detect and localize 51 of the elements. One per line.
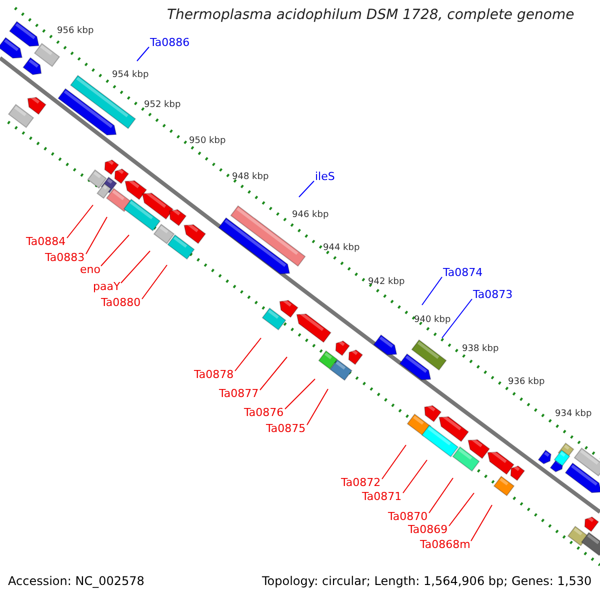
scale-label: 952 kbp — [144, 101, 181, 111]
gene-label: Ta0874 — [443, 267, 483, 280]
gene-label: eno — [80, 264, 100, 276]
scale-label: 956 kbp — [57, 27, 94, 37]
leader-line — [142, 264, 168, 300]
gene-label: Ta0878 — [194, 369, 234, 382]
scale-label: 946 kbp — [292, 211, 329, 221]
leader-line — [234, 338, 262, 372]
gene-label: Ta0873 — [473, 289, 513, 302]
scale-label: 950 kbp — [189, 137, 226, 147]
title: Thermoplasma acidophilum DSM 1728, complete genome — [166, 8, 574, 24]
gene-label: paaY — [93, 281, 120, 294]
leader-line — [470, 504, 492, 542]
gene-label: Ta0877 — [219, 388, 259, 400]
leader-line — [442, 298, 472, 338]
leader-line — [66, 204, 94, 238]
leader-line — [260, 356, 288, 390]
leader-line — [306, 388, 328, 426]
accession-text: Accession: NC_002578 — [8, 575, 144, 588]
genome-info-text: Topology: circular; Length: 1,564,906 bp; Genes: 1,530 — [262, 575, 592, 588]
gene-label: Ta0876 — [244, 407, 284, 420]
leader-line — [402, 460, 428, 494]
gene-label: Ta0870 — [388, 511, 428, 524]
leader-line — [382, 444, 406, 480]
gene-label: Ta0872 — [341, 477, 381, 490]
leader-line — [298, 180, 314, 198]
leader-line — [120, 250, 150, 284]
gene-label: Ta0875 — [266, 423, 306, 436]
gene-label: Ta0884 — [26, 236, 66, 248]
leader-line — [422, 276, 442, 306]
scale-label: 942 kbp — [368, 278, 405, 288]
gene-label: Ta0886 — [150, 37, 190, 50]
scale-label: 948 kbp — [232, 173, 269, 183]
scale-label: 936 kbp — [508, 378, 545, 388]
scale-label: 940 kbp — [414, 316, 451, 326]
leader-line — [100, 234, 130, 266]
scale-label: 934 kbp — [555, 410, 592, 420]
leader-line — [428, 478, 454, 514]
leader-line — [448, 492, 474, 526]
gene-label: Ta0869 — [408, 524, 448, 536]
gene-label: Ta0871 — [362, 491, 402, 504]
leader-line — [284, 378, 316, 410]
gene-label: Ta0880 — [101, 297, 141, 310]
gene-label: ileS — [315, 171, 335, 184]
scale-label: 938 kbp — [462, 345, 499, 355]
gene-label: Ta0868m — [420, 539, 470, 552]
leader-line — [86, 216, 108, 254]
scale-label: 954 kbp — [112, 71, 149, 81]
scale-label: 944 kbp — [323, 244, 360, 254]
leader-line — [136, 46, 150, 62]
gene-label: Ta0883 — [45, 252, 85, 264]
